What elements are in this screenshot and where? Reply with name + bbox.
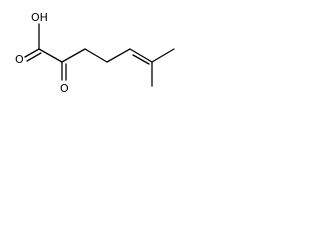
hydroxyl-label: OH [31, 11, 48, 24]
bond-c1-c2 [38, 48, 63, 63]
bond-c6-methyl-a [151, 48, 175, 63]
keto-oxygen-label: O [60, 82, 69, 95]
bond-c1-o-double-a [24, 48, 40, 58]
chemical-structure: OH O O [15, 11, 175, 95]
bond-c3-c4 [84, 48, 108, 63]
bond-c5-c6-double [132, 54, 150, 65]
bond-c2-c3 [61, 48, 86, 63]
bond-c4-c5 [106, 48, 131, 63]
bond-c1-o-double-b [26, 52, 42, 62]
carboxyl-oxygen-label: O [15, 53, 24, 66]
bond-c5-c6 [129, 48, 153, 63]
